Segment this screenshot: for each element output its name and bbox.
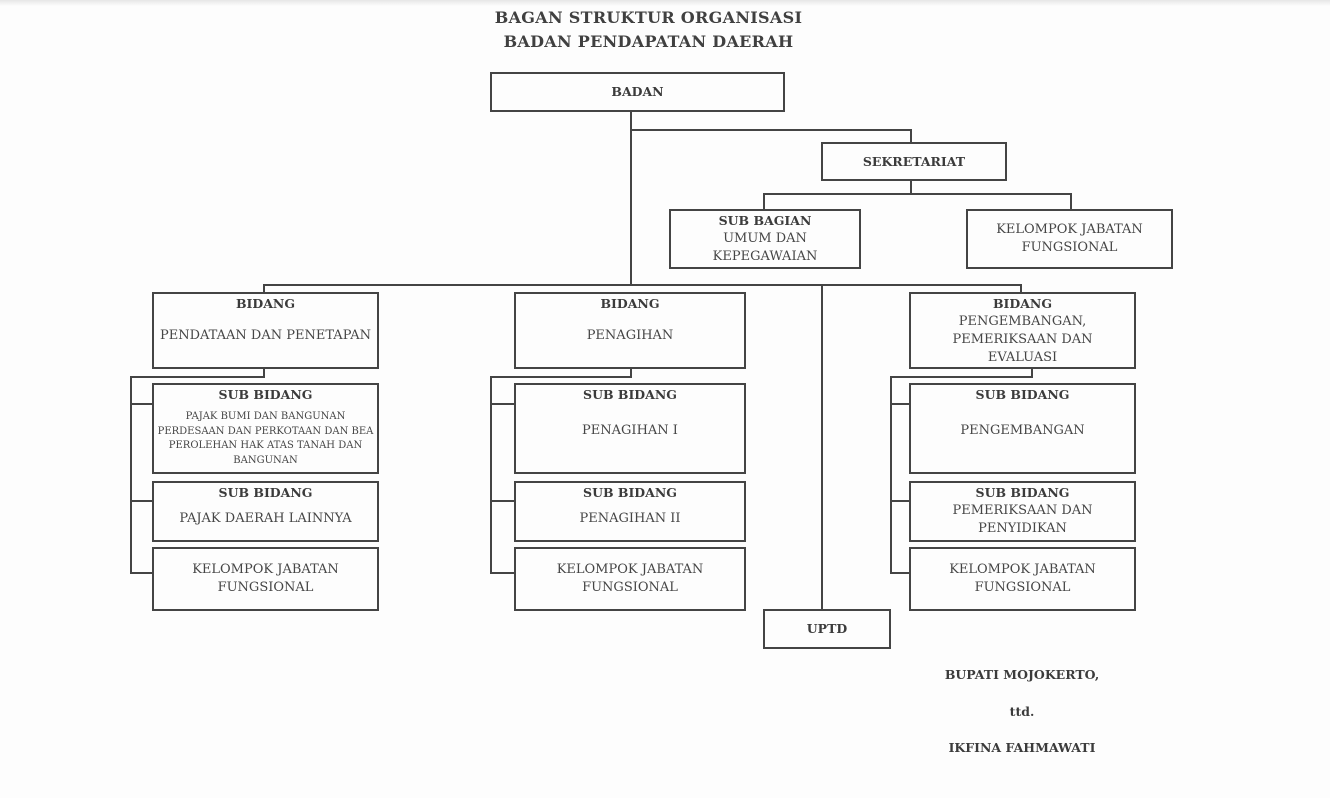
node-kelompok-bidang-pengembangan: KELOMPOK JABATAN FUNGSIONAL [909,547,1136,611]
connector-bidang1-spine [130,376,132,574]
connector-bidang3-down [1031,367,1033,378]
node-subbidang-line: PENAGIHAN II [579,511,681,526]
node-bidang-name-line: EVALUASI [987,350,1058,365]
node-subbidang-line: PAJAK BUMI DAN BANGUNAN [185,411,346,422]
node-kelompok-line2: FUNGSIONAL [974,580,1071,595]
connector-to-sekretariat-v [910,129,912,144]
connector-bidang3-spine [890,376,892,574]
connector-to-bidang-3 [1020,284,1022,293]
connector-to-subbagian [763,193,765,210]
node-kelompok-bidang-penagihan: KELOMPOK JABATAN FUNGSIONAL [514,547,746,611]
signature-office: BUPATI MOJOKERTO, [944,667,1100,682]
connector-bidang2-sub2 [490,500,515,502]
connector-sekretariat-h [763,193,1072,195]
node-bidang-name-line: PEMERIKSAAN DAN [952,332,1093,347]
node-subbagian-umum: SUB BAGIAN UMUM DAN KEPEGAWAIAN [669,209,861,269]
connector-badan-trunk [630,110,632,286]
node-subbidang-line: PEROLEHAN HAK ATAS TANAH DAN [168,440,363,451]
node-subbidang-header: SUB BIDANG [583,485,677,500]
node-bidang-header: BIDANG [600,296,660,311]
connector-bidang-bus [263,284,1022,286]
node-kelompok-sekretariat: KELOMPOK JABATAN FUNGSIONAL [966,209,1173,269]
node-subbidang-line: BANGUNAN [233,454,298,466]
node-subbidang-line: PENGEMBANGAN [960,423,1085,438]
connector-bidang2-down [630,367,632,378]
signature-name: IKFINA FAHMAWATI [948,740,1096,755]
node-sekretariat: SEKRETARIAT [821,142,1007,181]
node-subbagian-line2: KEPEGAWAIAN [712,249,818,264]
connector-bidang3-kelompok [890,572,910,574]
node-badan: BADAN [490,72,785,112]
connector-bidang3-sub2 [890,500,910,502]
node-subbidang-pengembangan: SUB BIDANG PENGEMBANGAN [909,383,1136,474]
connector-bidang1-sub1 [130,403,153,405]
node-subbidang-line: PAJAK DAERAH LAINNYA [179,511,352,526]
node-subbidang-header: SUB BIDANG [218,485,313,500]
node-subbidang-header: SUB BIDANG [975,387,1070,402]
signature-ttd: ttd. [1009,704,1035,719]
node-kelompok-line1: KELOMPOK JABATAN [996,222,1143,237]
node-bidang-name: PENDATAAN DAN PENETAPAN [159,328,372,343]
node-subbidang-header: SUB BIDANG [218,387,313,402]
connector-to-sekretariat-h [630,129,912,131]
node-bidang-name-line: PENGEMBANGAN, [958,314,1087,329]
node-subbidang-line: PENAGIHAN I [582,423,678,438]
node-kelompok-line1: KELOMPOK JABATAN [949,562,1096,577]
node-subbagian-line1: UMUM DAN [723,231,807,246]
connector-to-uptd [821,284,823,610]
node-badan-label: BADAN [611,84,664,99]
node-kelompok-bidang-pendataan: KELOMPOK JABATAN FUNGSIONAL [152,547,379,611]
page-top-shadow [0,0,1330,6]
node-kelompok-line1: KELOMPOK JABATAN [192,562,339,577]
node-subbidang-header: SUB BIDANG [975,485,1070,500]
connector-bidang1-h [130,376,265,378]
node-kelompok-line2: FUNGSIONAL [217,580,314,595]
node-kelompok-line2: FUNGSIONAL [582,580,678,595]
node-subbidang-pajak-daerah: SUB BIDANG PAJAK DAERAH LAINNYA [152,481,379,542]
node-bidang-pengembangan: BIDANG PENGEMBANGAN, PEMERIKSAAN DAN EVA… [909,292,1136,369]
node-subbidang-line: PERDESAAN DAN PERKOTAAN DAN BEA [157,425,374,437]
node-subbagian-header: SUB BAGIAN [718,213,812,228]
connector-bidang2-h [490,376,632,378]
chart-title-line2: BADAN PENDAPATAN DAERAH [503,32,794,51]
connector-bidang3-h [890,376,1033,378]
connector-bidang1-down [263,367,265,378]
connector-to-bidang-1 [263,284,265,293]
node-subbidang-penagihan-2: SUB BIDANG PENAGIHAN II [514,481,746,542]
connector-bidang1-sub2 [130,500,153,502]
node-subbidang-header: SUB BIDANG [583,387,677,402]
connector-bidang1-kelompok [130,572,153,574]
node-kelompok-line2: FUNGSIONAL [1021,240,1118,255]
connector-sekretariat-down [910,179,912,194]
node-bidang-penagihan: BIDANG PENAGIHAN [514,292,746,369]
node-bidang-name: PENAGIHAN [586,328,674,343]
node-sekretariat-label: SEKRETARIAT [862,153,966,169]
node-uptd-label: UPTD [806,621,848,636]
node-subbidang-penagihan-1: SUB BIDANG PENAGIHAN I [514,383,746,474]
node-subbidang-pbb: SUB BIDANG PAJAK BUMI DAN BANGUNAN PERDE… [152,383,379,474]
node-subbidang-pemeriksaan: SUB BIDANG PEMERIKSAAN DAN PENYIDIKAN [909,481,1136,542]
node-bidang-pendataan: BIDANG PENDATAAN DAN PENETAPAN [152,292,379,369]
chart-title-line1: BAGAN STRUKTUR ORGANISASI [494,8,803,27]
connector-to-kelompok-sekretariat [1070,193,1072,210]
node-bidang-header: BIDANG [992,296,1053,311]
node-bidang-header: BIDANG [235,296,296,311]
node-uptd: UPTD [763,609,891,649]
node-kelompok-line1: KELOMPOK JABATAN [556,562,704,577]
node-subbidang-line: PEMERIKSAAN DAN [952,503,1093,518]
connector-bidang3-sub1 [890,403,910,405]
connector-bidang2-sub1 [490,403,515,405]
connector-bidang2-kelompok [490,572,515,574]
node-subbidang-line: PENYIDIKAN [978,521,1067,536]
connector-bidang2-spine [490,376,492,574]
